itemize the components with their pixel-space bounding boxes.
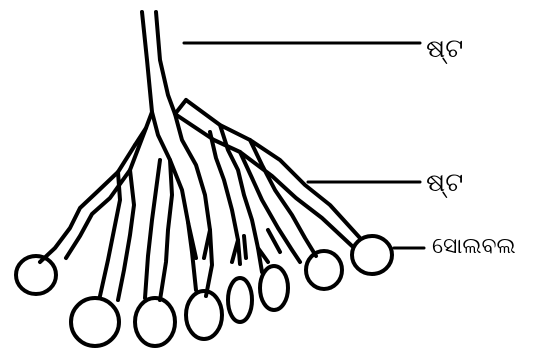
label-bottom: ସୋଲବଲ: [432, 236, 516, 258]
sphere-8: [352, 236, 392, 274]
sphere-7: [306, 251, 342, 289]
leader-lines: [184, 43, 424, 248]
label-middle: ଷ୍ଟ: [426, 170, 463, 196]
label-top: ଷ୍ଟ: [426, 36, 463, 62]
sphere-1: [16, 256, 56, 294]
sphere-5: [228, 278, 252, 322]
sphere-2: [71, 298, 119, 346]
branches: [40, 100, 360, 300]
sphere-6: [260, 266, 288, 310]
sphere-3: [135, 298, 175, 346]
sphere-4: [186, 291, 222, 339]
